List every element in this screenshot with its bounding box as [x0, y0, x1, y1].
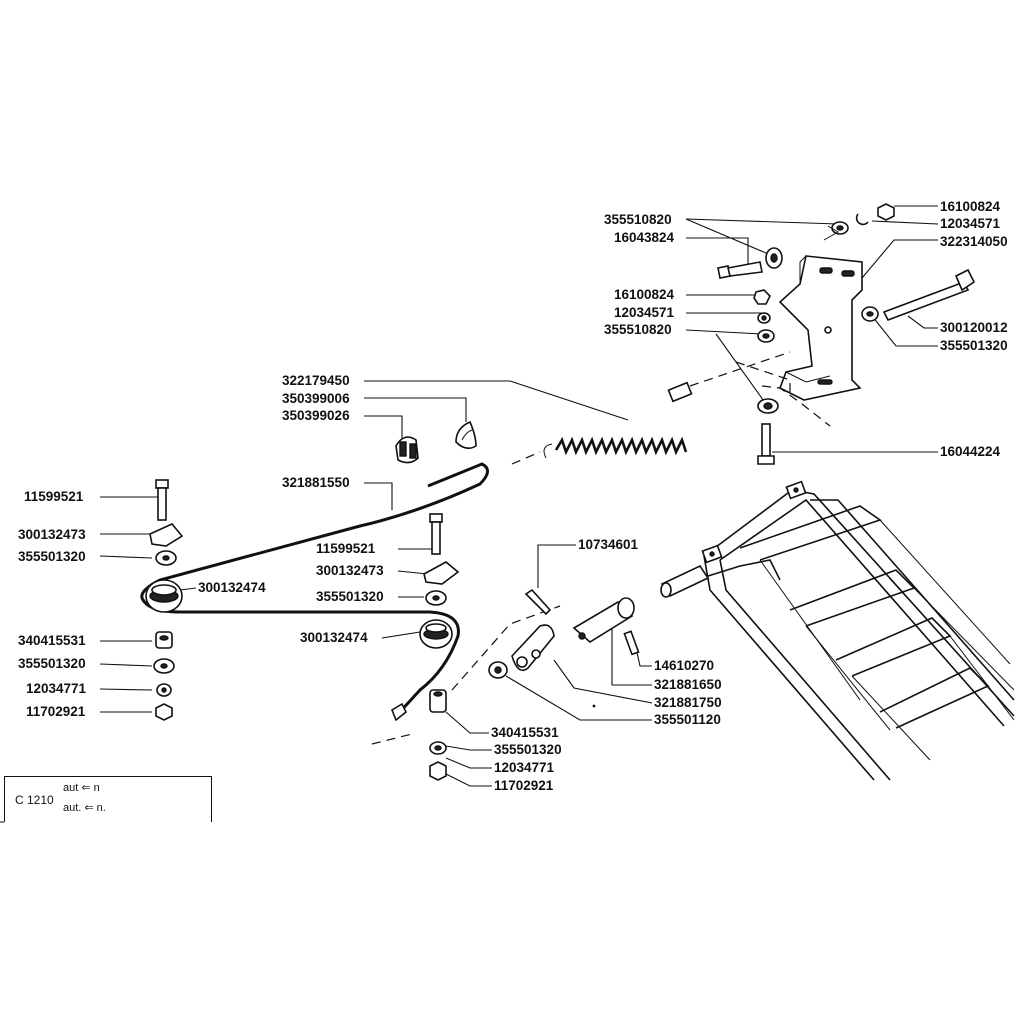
bolt-16043824-icon: [717, 261, 763, 279]
label-340415531-bottom: 340415531: [491, 725, 559, 740]
label-355510820-top: 355510820: [604, 212, 672, 227]
bolt-11599521-left-icon: [155, 479, 169, 521]
pin-321881650-icon: [572, 597, 635, 643]
label-12034571-top: 12034571: [940, 216, 1001, 231]
cotter-pin-10734601-icon: [524, 588, 552, 616]
label-321881650: 321881650: [654, 677, 722, 692]
label-12034771-left: 12034771: [26, 681, 87, 696]
label-300120012: 300120012: [940, 320, 1008, 335]
variant-legend: C 1210 aut ⇐ n aut. ⇐ n.: [4, 776, 212, 822]
spring-322179450-icon: [511, 351, 791, 465]
clevis-321881750-icon: [511, 624, 555, 672]
label-321881750: 321881750: [654, 695, 722, 710]
label-16044224: 16044224: [940, 444, 1001, 459]
label-300132473-mid: 300132473: [316, 563, 384, 578]
label-16100824-top: 16100824: [940, 199, 1001, 214]
bracket-322314050: [778, 255, 863, 401]
label-12034771-bottom: 12034771: [494, 760, 555, 775]
label-300132473-left: 300132473: [18, 527, 86, 542]
bolt-300120012-icon: [882, 268, 976, 322]
legend-line-1: aut ⇐ n: [63, 782, 100, 794]
bracket-fasteners: [717, 203, 976, 465]
bolt-16044224-icon: [757, 423, 775, 465]
label-355501320-left-a: 355501320: [18, 549, 86, 564]
roll-pin-14610270-icon: [623, 630, 640, 656]
label-12034571-mid: 12034571: [614, 305, 675, 320]
pulley-300132474-mid-icon: [419, 619, 453, 649]
label-10734601: 10734601: [578, 537, 639, 552]
bolt-11599521-mid-icon: [429, 513, 443, 555]
label-322314050: 322314050: [940, 234, 1008, 249]
label-350399006: 350399006: [282, 391, 350, 406]
cable-clamp-350399026-icon: [395, 436, 419, 464]
label-16100824-mid: 16100824: [614, 287, 675, 302]
label-355510820-mid: 355510820: [604, 322, 672, 337]
pulley-300132474-left-icon: [145, 579, 183, 613]
label-16043824: 16043824: [614, 230, 675, 245]
label-11702921-left: 11702921: [26, 704, 86, 719]
label-300132474-left: 300132474: [198, 580, 266, 595]
label-322179450: 322179450: [282, 373, 350, 388]
label-321881550: 321881550: [282, 475, 350, 490]
label-300132474-mid: 300132474: [300, 630, 368, 645]
left-pulley-stack: [145, 479, 184, 721]
label-14610270: 14610270: [654, 658, 714, 673]
label-355501320-right: 355501320: [940, 338, 1008, 353]
thimble-350399006-icon: [455, 420, 477, 450]
label-11599521-left: 11599521: [24, 489, 84, 504]
legend-line-2: aut. ⇐ n.: [63, 802, 106, 814]
label-355501120: 355501120: [654, 712, 721, 727]
middle-pulley-stack: [419, 513, 460, 781]
shaft-stub-icon: [660, 564, 710, 598]
label-11702921-bottom: 11702921: [494, 778, 554, 793]
label-11599521-mid: 11599521: [316, 541, 376, 556]
label-340415531-left: 340415531: [18, 633, 86, 648]
label-355501320-left-b: 355501320: [18, 656, 86, 671]
machine-frame-icon: [660, 480, 1015, 781]
label-355501320-bottom: 355501320: [494, 742, 562, 757]
label-350399026: 350399026: [282, 408, 350, 423]
clevis-assembly: [488, 588, 640, 708]
part-labels: 355510820 16043824 16100824 12034571 322…: [18, 199, 1008, 793]
legend-code: C 1210: [15, 793, 54, 807]
label-355501320-mid: 355501320: [316, 589, 384, 604]
leader-lines: [99, 205, 939, 787]
